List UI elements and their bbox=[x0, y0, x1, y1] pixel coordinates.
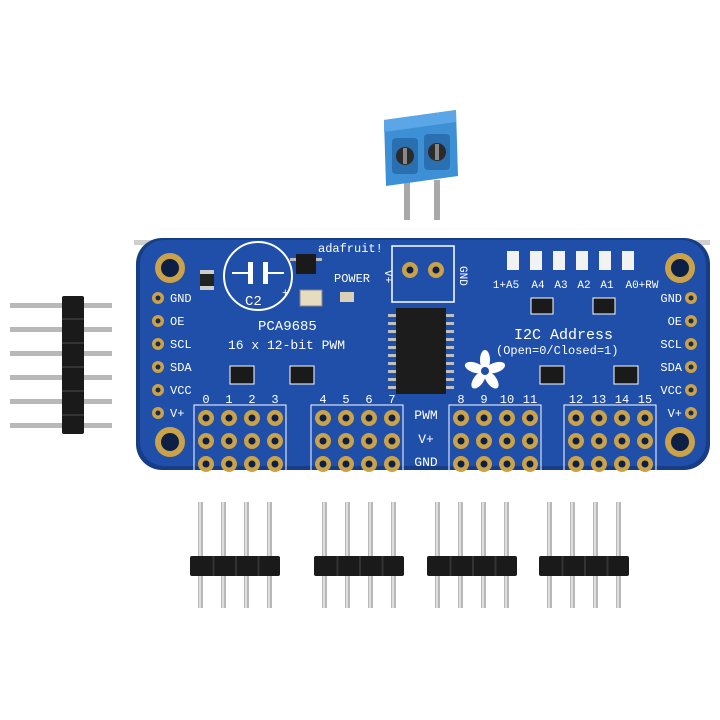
straight-header-4pin bbox=[314, 502, 404, 608]
channel-number: 12 bbox=[569, 393, 583, 407]
channel-number: 5 bbox=[342, 393, 349, 407]
pca9685-chip bbox=[388, 308, 454, 394]
cap-plus: + bbox=[282, 288, 289, 300]
left-pin-label: GND bbox=[170, 292, 192, 306]
right-pin-label: OE bbox=[668, 315, 682, 329]
left-pin-label: V+ bbox=[170, 407, 184, 421]
power-label: POWER bbox=[334, 272, 370, 286]
output-pad-grid bbox=[193, 404, 657, 476]
row-label-pwm: PWM bbox=[414, 408, 437, 423]
channel-number: 14 bbox=[615, 393, 629, 407]
channel-number: 2 bbox=[248, 393, 255, 407]
i2c-title: I2C Address bbox=[514, 327, 613, 344]
terminal-footprint bbox=[391, 245, 455, 303]
pcb-board: GND OE SCL SDA VCC V+ GND OE SCL SDA VCC… bbox=[134, 238, 710, 476]
row-label-gnd: GND bbox=[414, 455, 438, 470]
terminal-gnd-label: GND bbox=[456, 266, 468, 286]
right-pin-label: GND bbox=[660, 292, 682, 306]
left-pin-label: OE bbox=[170, 315, 184, 329]
channel-number: 3 bbox=[271, 393, 278, 407]
terminal-vplus-label: V+ bbox=[381, 270, 393, 283]
straight-header-4pin bbox=[190, 502, 280, 608]
row-label-vplus: V+ bbox=[418, 432, 434, 447]
channel-number: 1 bbox=[225, 393, 232, 407]
brand-text: adafruit! bbox=[318, 242, 383, 256]
bottom-pin-headers bbox=[190, 502, 629, 608]
right-pin-label: VCC bbox=[660, 384, 682, 398]
right-pin-label: SCL bbox=[660, 338, 682, 352]
channel-number: 11 bbox=[523, 393, 537, 407]
straight-header-4pin bbox=[539, 502, 629, 608]
left-pin-label: SDA bbox=[170, 361, 192, 375]
channel-number: 13 bbox=[592, 393, 606, 407]
addr-label: A1 bbox=[600, 280, 614, 292]
addr-label: A4 bbox=[531, 280, 545, 292]
left-pin-label: VCC bbox=[170, 384, 192, 398]
channel-number: 10 bbox=[500, 393, 514, 407]
right-pin-pads bbox=[685, 292, 697, 419]
addr-label: 1+A5 bbox=[493, 280, 519, 292]
addr-label: A2 bbox=[577, 280, 590, 292]
channel-number: 9 bbox=[480, 393, 487, 407]
channel-number: 15 bbox=[638, 393, 652, 407]
channel-number: 7 bbox=[388, 393, 395, 407]
cap-label: C2 bbox=[245, 294, 262, 310]
channel-number: 6 bbox=[365, 393, 372, 407]
left-pin-label: SCL bbox=[170, 338, 192, 352]
screw-terminal-icon bbox=[384, 110, 458, 220]
addr-label: A0+RW bbox=[625, 280, 658, 292]
resistor-array bbox=[229, 297, 639, 385]
chip-name: PCA9685 bbox=[258, 319, 317, 335]
addr-label: A3 bbox=[554, 280, 567, 292]
channel-number: 4 bbox=[319, 393, 326, 407]
right-pin-label: V+ bbox=[668, 407, 682, 421]
chip-desc: 16 x 12-bit PWM bbox=[228, 338, 345, 353]
i2c-subtitle: (Open=0/Closed=1) bbox=[496, 344, 618, 358]
capacitor-icon bbox=[223, 241, 293, 311]
pin-header-icon bbox=[10, 296, 112, 434]
channel-number: 8 bbox=[457, 393, 464, 407]
address-jumper-pads bbox=[507, 251, 634, 270]
left-pin-pads bbox=[152, 292, 164, 419]
channel-number: 0 bbox=[202, 393, 209, 407]
right-pin-label: SDA bbox=[660, 361, 682, 375]
adafruit-flower-icon bbox=[464, 350, 506, 389]
straight-header-4pin bbox=[427, 502, 517, 608]
